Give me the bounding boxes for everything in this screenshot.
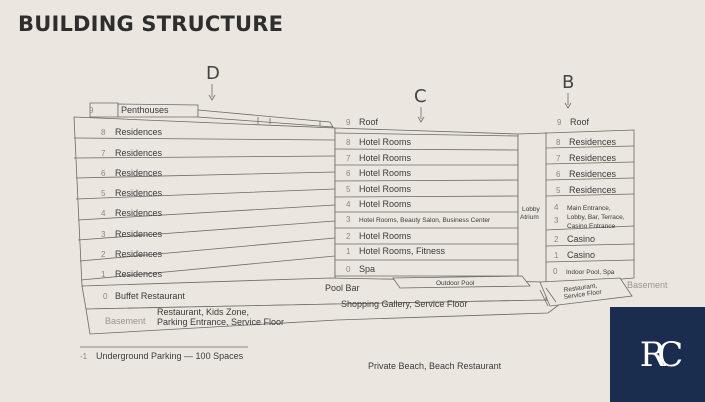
d-floor-4-label: Residences bbox=[115, 208, 163, 218]
section-b-arrowhead bbox=[564, 102, 572, 109]
d-floor-9-label: Penthouses bbox=[121, 105, 169, 115]
lobby-atrium-line2: Atrium bbox=[520, 214, 539, 221]
d-floor-8-num: 8 bbox=[101, 128, 106, 137]
b-floor-4-num: 4 bbox=[554, 203, 559, 212]
d-floor-3-num: 3 bbox=[101, 230, 106, 239]
d-floor-7-num: 7 bbox=[101, 149, 106, 158]
section-d-arrowhead bbox=[208, 94, 216, 101]
beach-label: Private Beach, Beach Restaurant bbox=[368, 361, 502, 371]
d-floor-4-num: 4 bbox=[101, 209, 106, 218]
c-floor-1-label: Hotel Rooms, Fitness bbox=[359, 246, 446, 256]
b-floor-5-label: Residences bbox=[569, 185, 617, 195]
b-floor-0-num: 0 bbox=[553, 267, 558, 276]
b-floor-6-label: Residences bbox=[569, 169, 617, 179]
d-basement-line2: Parking Entrance, Service Floor bbox=[157, 317, 284, 327]
b-basement-line1: Restaurant, bbox=[563, 282, 597, 294]
c-floor-5-num: 5 bbox=[346, 185, 351, 194]
d-floor-6-num: 6 bbox=[101, 169, 106, 178]
d-basement-line1: Restaurant, Kids Zone, bbox=[157, 307, 249, 317]
b-floor-7-num: 7 bbox=[556, 154, 561, 163]
d-floor-6-label: Residences bbox=[115, 168, 163, 178]
c-floor-3-label: Hotel Rooms, Beauty Salon, Business Cent… bbox=[359, 217, 491, 224]
d-floor-2-num: 2 bbox=[101, 250, 106, 259]
section-c-marker: C bbox=[414, 86, 427, 107]
b-floor-7-label: Residences bbox=[569, 153, 617, 163]
c-floor-1-num: 1 bbox=[346, 247, 351, 256]
c-floor-0-label: Spa bbox=[359, 264, 375, 274]
c-basement-label: Shopping Gallery, Service Floor bbox=[341, 299, 467, 309]
b-floor-1-num: 1 bbox=[554, 251, 559, 260]
c-floor-3-num: 3 bbox=[346, 215, 351, 224]
c-floor-8-num: 8 bbox=[346, 138, 351, 147]
b-floor-1-label: Casino bbox=[567, 250, 595, 260]
c-floor-9-num: 9 bbox=[346, 118, 351, 127]
c-floor-7-label: Hotel Rooms bbox=[359, 153, 412, 163]
d-floor-1-label: Residences bbox=[115, 269, 163, 279]
b-floor-9-label: Roof bbox=[570, 117, 590, 127]
c-floor-4-label: Hotel Rooms bbox=[359, 199, 412, 209]
outdoor-pool-label: Outdoor Pool bbox=[436, 280, 475, 287]
rc-logo: RC bbox=[610, 307, 705, 402]
wing-b bbox=[517, 129, 635, 286]
b-floor-8-num: 8 bbox=[556, 138, 561, 147]
logo-monogram: RC bbox=[639, 334, 684, 375]
b-floor-2-label: Casino bbox=[567, 234, 595, 244]
page-title: BUILDING STRUCTURE bbox=[18, 12, 284, 36]
underground-num: -1 bbox=[80, 352, 88, 361]
b-floor-6-num: 6 bbox=[556, 170, 561, 179]
d-floor-3-label: Residences bbox=[115, 229, 163, 239]
pool-bar-label: Pool Bar bbox=[325, 283, 360, 293]
c-floor-6-label: Hotel Rooms bbox=[359, 168, 412, 178]
outdoor-pool-shape bbox=[392, 275, 531, 289]
b-floor-4-line3: Casino Entrance bbox=[567, 223, 615, 230]
d-floor-9-num: 9 bbox=[89, 106, 94, 115]
b-floor-0-label: Indoor Pool, Spa bbox=[566, 269, 615, 276]
c-floor-8-label: Hotel Rooms bbox=[359, 137, 412, 147]
d-floor-5-num: 5 bbox=[101, 189, 106, 198]
wing-d bbox=[73, 102, 336, 287]
d-floor-8-label: Residences bbox=[115, 127, 163, 137]
b-floor-9-num: 9 bbox=[557, 118, 562, 127]
section-c-arrowhead bbox=[417, 116, 425, 123]
podium bbox=[81, 275, 633, 335]
b-floor-3-label: Lobby, Bar, Terrace, bbox=[567, 214, 625, 221]
c-floor-2-num: 2 bbox=[346, 232, 351, 241]
c-floor-2-label: Hotel Rooms bbox=[359, 231, 412, 241]
b-basement-tag: Basement bbox=[627, 280, 668, 290]
d-basement-tag: Basement bbox=[105, 316, 146, 326]
b-floor-2-num: 2 bbox=[554, 235, 559, 244]
d-floor-0-num: 0 bbox=[103, 292, 108, 301]
c-floor-0-num: 0 bbox=[346, 265, 351, 274]
d-floor-2-label: Residences bbox=[115, 249, 163, 259]
d-floor-0-label: Buffet Restaurant bbox=[115, 291, 185, 301]
section-b-marker: B bbox=[562, 72, 574, 93]
b-floor-8-label: Residences bbox=[569, 137, 617, 147]
d-floor-1-num: 1 bbox=[101, 270, 106, 279]
c-floor-9-label: Roof bbox=[359, 117, 379, 127]
c-floor-7-num: 7 bbox=[346, 154, 351, 163]
c-floor-6-num: 6 bbox=[346, 169, 351, 178]
c-floor-4-num: 4 bbox=[346, 200, 351, 209]
d-floor-5-label: Residences bbox=[115, 188, 163, 198]
c-floor-5-label: Hotel Rooms bbox=[359, 184, 412, 194]
d-floor-7-label: Residences bbox=[115, 148, 163, 158]
section-d-marker: D bbox=[206, 63, 220, 84]
b-floor-3-num: 3 bbox=[554, 216, 559, 225]
b-floor-5-num: 5 bbox=[556, 186, 561, 195]
lobby-atrium-line1: Lobby bbox=[522, 206, 540, 213]
underground-label: Underground Parking — 100 Spaces bbox=[96, 351, 244, 361]
b-floor-4-label: Main Entrance, bbox=[567, 205, 611, 212]
